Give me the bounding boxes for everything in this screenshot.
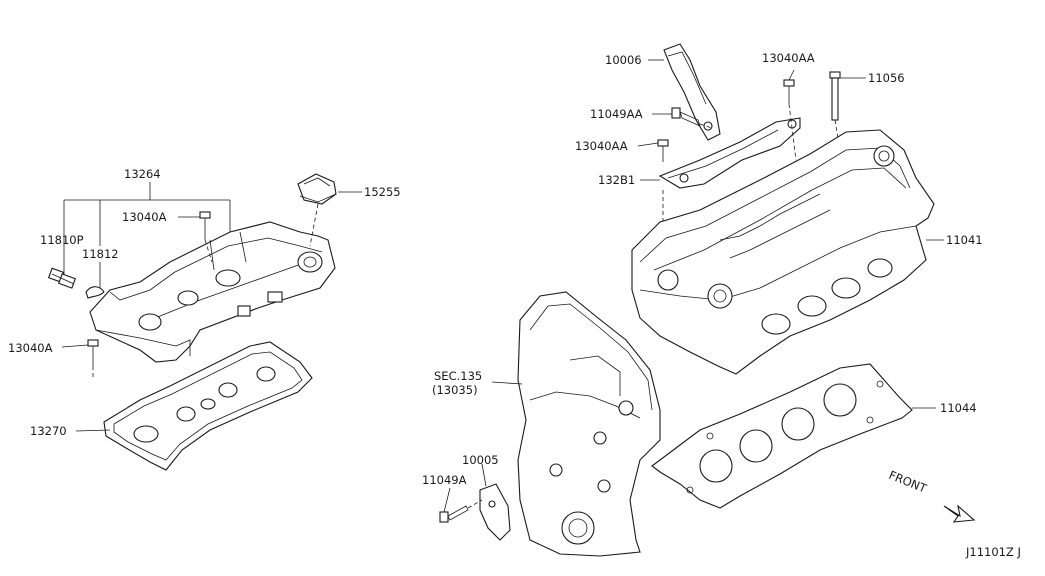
label-13040AA-left: 13040AA [575, 139, 628, 153]
label-11041: 11041 [946, 233, 983, 247]
cylinder-head-11041 [631, 129, 944, 375]
leader-13264 [63, 182, 231, 290]
pcv-valve-11810P [47, 267, 76, 289]
front-label: FRONT [887, 468, 930, 496]
label-13264: 13264 [124, 167, 161, 181]
label-15255: 15255 [364, 185, 401, 199]
label-13040AA-top: 13040AA [762, 51, 815, 65]
label-sec13035: (13035) [432, 383, 478, 397]
bracket-10005 [479, 463, 511, 541]
front-direction-arrow [943, 504, 976, 523]
label-13040A-top: 13040A [122, 210, 167, 224]
rocker-cover [89, 221, 336, 363]
bracket-132B1 [640, 117, 801, 189]
diagram-id: J11101Z J [965, 545, 1021, 559]
oil-filler-cap-15255 [297, 173, 362, 247]
label-10006: 10006 [605, 53, 642, 67]
bolt-13040A-top [199, 211, 213, 263]
bolt-13040AA-left [637, 139, 669, 228]
hose-11812 [85, 286, 105, 299]
label-132B1: 132B1 [598, 173, 635, 187]
label-sec135: SEC.135 [434, 369, 482, 383]
label-10005: 10005 [462, 453, 499, 467]
label-11056: 11056 [868, 71, 905, 85]
bolt-11049A [439, 487, 483, 523]
label-11049AA: 11049AA [590, 107, 643, 121]
bolt-13040A-left [61, 339, 99, 380]
engine-hanger-10006 [648, 43, 721, 141]
label-13040A-left: 13040A [8, 341, 53, 355]
head-gasket-11044 [651, 363, 936, 509]
bolt-11049AA [652, 107, 713, 129]
bolt-13040AA-right [783, 69, 797, 161]
label-11044: 11044 [940, 401, 977, 415]
label-11810P: 11810P [40, 233, 84, 247]
stud-11056 [829, 71, 866, 151]
label-13270: 13270 [30, 424, 67, 438]
gasket-13270 [75, 341, 313, 471]
timing-chain-case [491, 291, 661, 557]
label-11812: 11812 [82, 247, 119, 261]
label-11049A: 11049A [422, 473, 467, 487]
